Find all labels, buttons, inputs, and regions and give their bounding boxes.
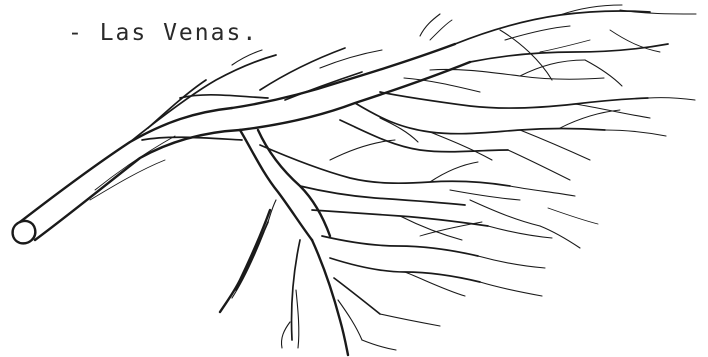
upper-right-branches (380, 5, 696, 118)
vessel-cut-end (13, 221, 36, 243)
middle-branches (260, 103, 666, 226)
left-descending-branches (220, 200, 299, 348)
lower-branches (300, 186, 598, 350)
upper-left-branches (90, 48, 382, 200)
